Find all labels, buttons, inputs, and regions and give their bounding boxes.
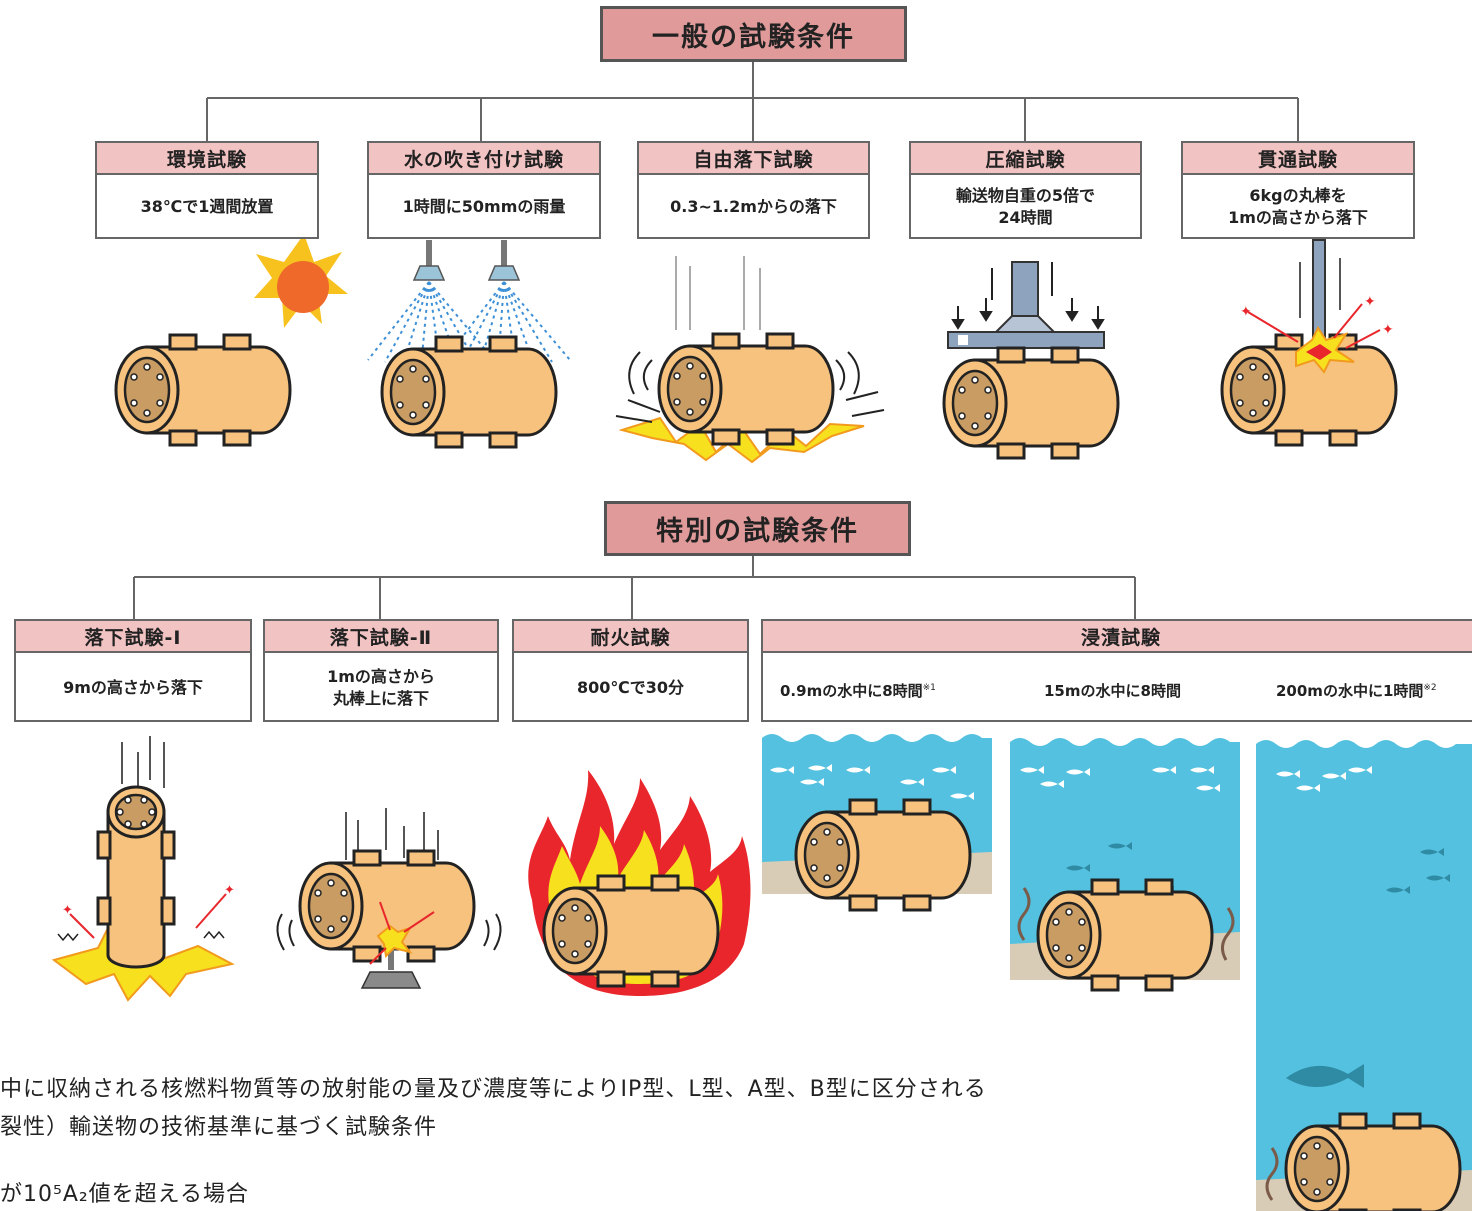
cask-immersion-3 (1284, 1112, 1462, 1211)
test-name: 自由落下試験 (639, 143, 868, 175)
general-connectors (206, 60, 1299, 141)
free-drop-illustration (615, 256, 885, 464)
cask-water-spray (380, 335, 558, 449)
test-condition: 0.3~1.2mからの落下 (670, 197, 837, 217)
cask-free-drop (657, 332, 835, 446)
test-condition: 1時間に50mmの雨量 (402, 197, 566, 217)
test-name: 落下試験-Ⅰ (16, 621, 250, 653)
test-box-free-drop: 自由落下試験 0.3~1.2mからの落下 (637, 141, 870, 239)
drop-test-2-pin (276, 901, 502, 989)
drop-test-1-illustration: ✦✦ (51, 736, 235, 1002)
special-connectors (133, 554, 1136, 619)
test-condition: 1mの高さから 丸棒上に落下 (327, 666, 435, 708)
footnote-line-1: 中に収納される核燃料物質等の放射能の量及び濃度等によりIP型、L型、A型、B型に… (0, 1077, 987, 1102)
test-box-drop-1: 落下試験-Ⅰ 9mの高さから落下 (14, 619, 252, 722)
drop-test-2-illustration (345, 808, 439, 860)
penetration-illustration: ✦ ✦ ✦ (1240, 239, 1394, 374)
test-condition: 800℃で30分 (576, 677, 685, 697)
test-name: 耐火試験 (514, 621, 747, 653)
footnote-line-3: が10⁵A₂値を超える場合 (0, 1182, 250, 1207)
svg-text:✦: ✦ (1240, 304, 1252, 320)
cask-environment (114, 333, 292, 447)
test-box-immersion: 浸漬試験 (761, 619, 1472, 722)
immersion-condition-1: 0.9mの水中に8時間※1 (780, 682, 936, 700)
test-condition: 9mの高さから落下 (63, 677, 203, 697)
cask-fire (542, 874, 720, 988)
cask-immersion-2 (1036, 878, 1214, 992)
test-condition: 38℃で1週間放置 (140, 197, 274, 217)
special-conditions-title: 特別の試験条件 (604, 501, 911, 556)
cask-immersion-1 (794, 798, 972, 912)
svg-text:✦: ✦ (224, 883, 235, 898)
sun-icon (254, 234, 348, 328)
test-box-compression: 圧縮試験 輸送物自重の5倍で 24時間 (909, 141, 1142, 239)
test-box-drop-2: 落下試験-Ⅱ 1mの高さから 丸棒上に落下 (263, 619, 499, 722)
svg-text:✦: ✦ (62, 903, 73, 918)
test-name: 圧縮試験 (911, 143, 1140, 175)
immersion-condition-2: 15mの水中に8時間 (1044, 682, 1181, 700)
svg-text:✦: ✦ (1382, 322, 1394, 338)
test-condition: 6kgの丸棒を 1mの高さから落下 (1228, 186, 1368, 227)
test-name: 水の吹き付け試験 (369, 143, 599, 175)
svg-text:✦: ✦ (1364, 294, 1376, 310)
test-box-penetration: 貫通試験 6kgの丸棒を 1mの高さから落下 (1181, 141, 1415, 239)
footnote-line-2: 裂性）輸送物の技術基準に基づく試験条件 (0, 1115, 438, 1140)
test-box-environment: 環境試験 38℃で1週間放置 (95, 141, 319, 239)
compression-illustration (947, 261, 1105, 349)
test-box-fire: 耐火試験 800℃で30分 (512, 619, 749, 722)
general-conditions-title: 一般の試験条件 (600, 6, 907, 62)
test-name: 浸漬試験 (763, 621, 1472, 653)
test-name: 落下試験-Ⅱ (265, 621, 497, 653)
test-name: 環境試験 (97, 143, 317, 175)
test-name: 貫通試験 (1183, 143, 1413, 175)
test-box-water-spray: 水の吹き付け試験 1時間に50mmの雨量 (367, 141, 601, 239)
immersion-condition-3: 200mの水中に1時間※2 (1276, 682, 1437, 700)
water-spray-illustration (367, 240, 571, 367)
cask-compression (942, 346, 1120, 460)
test-condition: 輸送物自重の5倍で 24時間 (955, 186, 1096, 227)
